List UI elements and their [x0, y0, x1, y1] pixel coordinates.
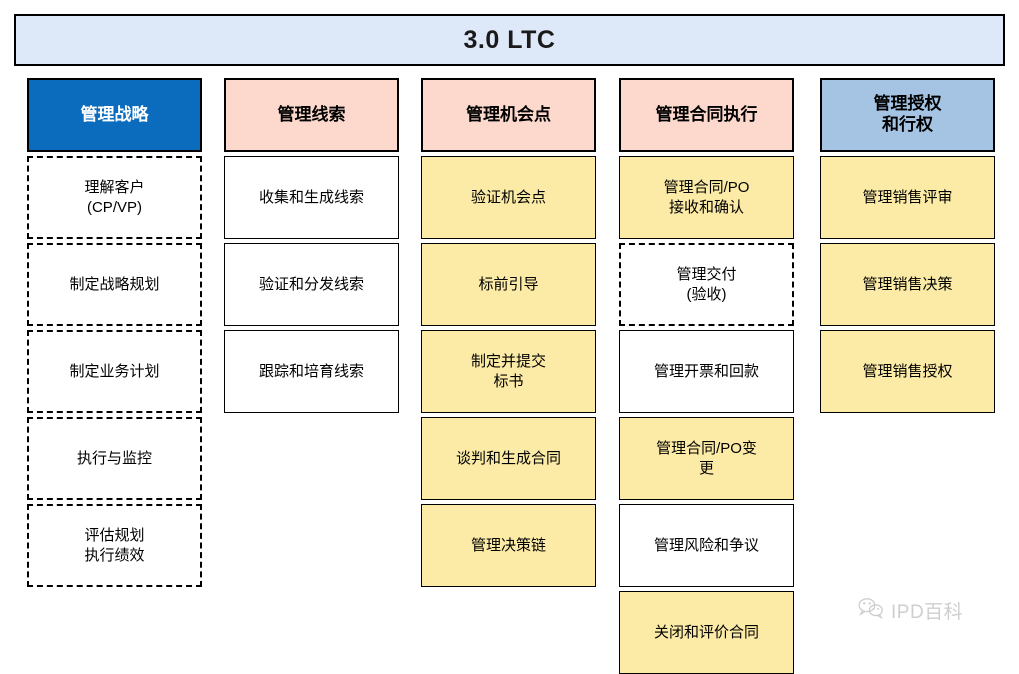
process-cell-label: 理解客户 (CP/VP) — [84, 178, 145, 216]
process-cell[interactable]: 管理销售决策 — [820, 243, 995, 326]
column-header-label: 管理授权 和行权 — [873, 94, 942, 134]
column-header-manage-opportunities[interactable]: 管理机会点 — [421, 78, 596, 152]
page-title: 3.0 LTC — [463, 25, 556, 54]
process-cell[interactable]: 管理决策链 — [421, 504, 596, 587]
column-header-manage-leads[interactable]: 管理线索 — [224, 78, 399, 152]
column-header-label: 管理合同执行 — [655, 104, 758, 124]
process-cell-label: 评估规划 执行绩效 — [84, 526, 145, 564]
watermark: IPD百科 — [858, 597, 963, 624]
process-cell[interactable]: 管理销售评审 — [820, 156, 995, 239]
process-cell[interactable]: 跟踪和培育线索 — [224, 330, 399, 413]
column-header-manage-authorization[interactable]: 管理授权 和行权 — [820, 78, 995, 152]
process-column-manage-leads: 管理线索收集和生成线索验证和分发线索跟踪和培育线索 — [224, 78, 399, 413]
process-cell-label: 管理决策链 — [470, 536, 546, 554]
process-cell-label: 管理开票和回款 — [653, 362, 759, 380]
process-cell-label: 验证和分发线索 — [258, 275, 364, 293]
process-column-manage-authorization: 管理授权 和行权管理销售评审管理销售决策管理销售授权 — [820, 78, 995, 413]
process-cell[interactable]: 理解客户 (CP/VP) — [27, 156, 202, 239]
process-cell-label: 跟踪和培育线索 — [258, 362, 364, 380]
process-cell-label: 收集和生成线索 — [258, 188, 364, 206]
process-cell[interactable]: 管理销售授权 — [820, 330, 995, 413]
column-header-label: 管理线索 — [277, 104, 346, 124]
process-cell-label: 管理销售评审 — [862, 188, 953, 206]
process-cell[interactable]: 关闭和评价合同 — [619, 591, 794, 674]
process-cell-label: 管理合同/PO 接收和确认 — [663, 178, 750, 216]
process-cell-label: 管理合同/PO变 更 — [656, 439, 757, 477]
process-column-manage-opportunities: 管理机会点验证机会点标前引导制定并提交 标书谈判和生成合同管理决策链 — [421, 78, 596, 587]
process-cell-label: 关闭和评价合同 — [653, 623, 759, 641]
process-cell[interactable]: 管理开票和回款 — [619, 330, 794, 413]
process-cell[interactable]: 执行与监控 — [27, 417, 202, 500]
column-header-label: 管理机会点 — [466, 104, 551, 124]
process-cell-label: 管理交付 (验收) — [676, 265, 737, 303]
wechat-icon — [858, 597, 884, 624]
process-cell-label: 制定业务计划 — [69, 362, 160, 380]
process-cell-label: 谈判和生成合同 — [455, 449, 561, 467]
column-header-manage-strategy[interactable]: 管理战略 — [27, 78, 202, 152]
process-cell-label: 标前引导 — [478, 275, 539, 293]
watermark-label: IPD百科 — [891, 602, 964, 623]
process-column-manage-strategy: 管理战略理解客户 (CP/VP) 制定战略规划制定业务计划执行与监控评估规划 执行… — [27, 78, 202, 587]
process-cell[interactable]: 验证机会点 — [421, 156, 596, 239]
column-header-manage-contract-execution[interactable]: 管理合同执行 — [619, 78, 794, 152]
process-cell-label: 管理风险和争议 — [653, 536, 759, 554]
process-cell[interactable]: 标前引导 — [421, 243, 596, 326]
process-cell-label: 制定并提交 标书 — [470, 352, 546, 390]
process-cell-label: 管理销售决策 — [862, 275, 953, 293]
process-cell[interactable]: 制定并提交 标书 — [421, 330, 596, 413]
process-cell[interactable]: 管理合同/PO变 更 — [619, 417, 794, 500]
process-cell-label: 管理销售授权 — [862, 362, 953, 380]
process-cell-label: 验证机会点 — [470, 188, 546, 206]
process-column-manage-contract-execution: 管理合同执行管理合同/PO 接收和确认管理交付 (验收) 管理开票和回款管理合同/… — [619, 78, 794, 674]
process-cell[interactable]: 制定战略规划 — [27, 243, 202, 326]
column-header-label: 管理战略 — [80, 104, 149, 124]
process-cell[interactable]: 谈判和生成合同 — [421, 417, 596, 500]
process-cell[interactable]: 管理交付 (验收) — [619, 243, 794, 326]
process-cell[interactable]: 管理风险和争议 — [619, 504, 794, 587]
process-cell[interactable]: 验证和分发线索 — [224, 243, 399, 326]
process-cell[interactable]: 评估规划 执行绩效 — [27, 504, 202, 587]
process-cell[interactable]: 制定业务计划 — [27, 330, 202, 413]
process-cell[interactable]: 管理合同/PO 接收和确认 — [619, 156, 794, 239]
ltc-process-diagram: 3.0 LTC 管理战略理解客户 (CP/VP) 制定战略规划制定业务计划执行与监… — [14, 14, 1005, 674]
process-cell-label: 执行与监控 — [76, 449, 152, 467]
process-cell-label: 制定战略规划 — [69, 275, 160, 293]
diagram-title-banner: 3.0 LTC — [14, 14, 1005, 66]
process-cell[interactable]: 收集和生成线索 — [224, 156, 399, 239]
